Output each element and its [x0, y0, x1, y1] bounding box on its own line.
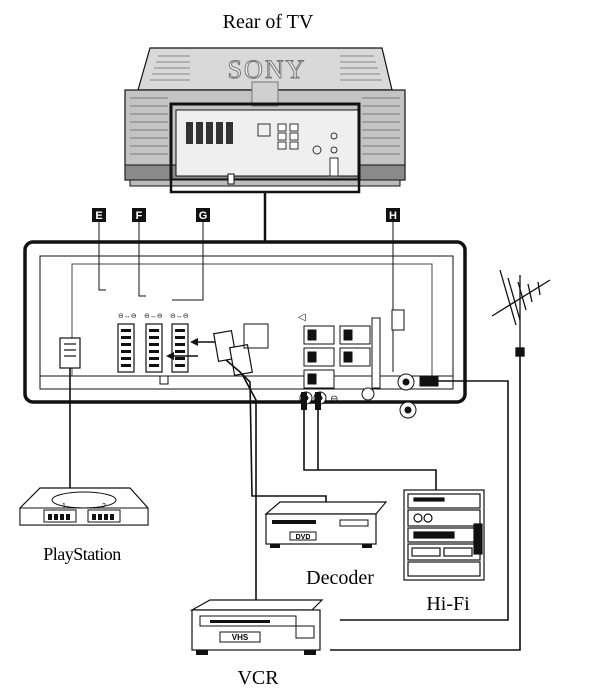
panel-knob — [362, 388, 374, 400]
playstation-label: PlayStation — [43, 544, 121, 564]
scart-socket-f — [146, 324, 162, 372]
scart-socket-g — [172, 324, 188, 372]
svg-text:⊖↔⊖: ⊖↔⊖ — [170, 313, 189, 320]
pad-port-1-label: 1 — [62, 503, 66, 510]
socket-label-e: E — [95, 210, 102, 222]
antenna-icon — [492, 270, 550, 356]
pad-port-2-label: 2 — [102, 503, 106, 510]
hifi-label: Hi-Fi — [426, 593, 470, 615]
diagram-title: Rear of TV — [223, 11, 314, 33]
socket-label-g: G — [199, 210, 208, 222]
svg-text:⊖: ⊖ — [330, 394, 338, 405]
tv-rear-illustration: SONY — [125, 48, 405, 186]
vcr-label: VCR — [237, 667, 279, 689]
svg-text:⊖↔⊖: ⊖↔⊖ — [118, 313, 137, 320]
scart-socket-e — [118, 324, 134, 372]
playstation-console-icon: 1 2 — [20, 488, 148, 525]
svg-text:⊖↔⊖: ⊖↔⊖ — [144, 313, 163, 320]
vhs-label: VHS — [232, 633, 249, 642]
vcr-icon: VHS — [192, 600, 322, 655]
socket-labels: E F G H — [92, 208, 400, 222]
socket-label-f: F — [136, 210, 143, 222]
side-slot — [372, 318, 380, 388]
svg-text:◁: ◁ — [298, 312, 306, 323]
decoder-dvd-icon: DVD — [266, 502, 386, 548]
tv-brand-logo: SONY — [228, 55, 307, 84]
hifi-stack-icon — [404, 490, 484, 580]
scart-plug-playstation — [60, 338, 80, 368]
socket-symbols: ⊖↔⊖ ⊖↔⊖ ⊖↔⊖ — [118, 313, 189, 320]
socket-label-h: H — [389, 210, 397, 222]
decoder-label: Decoder — [306, 567, 374, 589]
panel-switch — [392, 310, 404, 330]
dvd-label: DVD — [296, 534, 311, 541]
